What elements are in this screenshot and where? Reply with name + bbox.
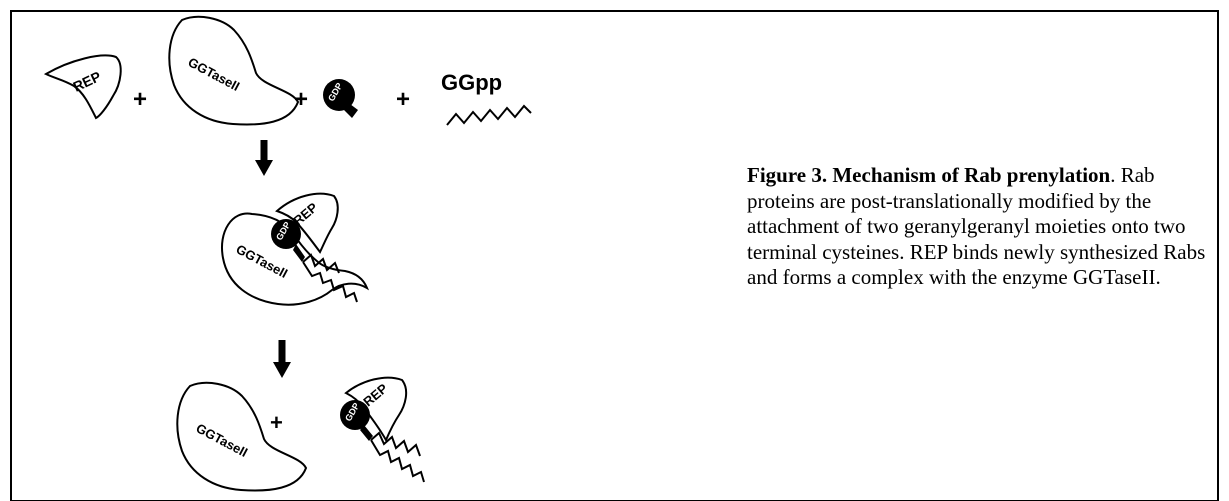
plus-sign: + xyxy=(396,86,410,113)
geranylgeranyl-chain xyxy=(302,261,358,303)
plus-sign: + xyxy=(133,86,147,113)
reaction-arrow-2 xyxy=(273,340,291,378)
rab-gdp-reactant: GDP xyxy=(323,79,358,118)
geranylgeranyl-chain xyxy=(370,439,425,483)
ggtase-enzyme-product: GGTaseII xyxy=(176,381,308,492)
caption-title: Figure 3. Mechanism of Rab prenylation xyxy=(747,163,1111,187)
ggpp-label: GGpp xyxy=(441,70,502,95)
geranylgeranyl-chain xyxy=(370,431,421,457)
ggpp-reactant: GGpp xyxy=(441,70,532,126)
ggtase-enzyme-reactant: GGTaseII xyxy=(168,15,300,126)
plus-sign: + xyxy=(294,86,308,113)
reaction-arrow-1 xyxy=(255,140,273,176)
geranylgeranyl-chain xyxy=(302,253,340,274)
rab-gdp xyxy=(340,400,370,430)
prenylation-complex: GGTaseII REP GDP xyxy=(221,192,370,306)
plus-sign: + xyxy=(270,410,283,435)
rep-protein xyxy=(275,192,339,254)
figure-caption: Figure 3. Mechanism of Rab prenylation. … xyxy=(747,163,1207,291)
rep-protein-reactant: REP xyxy=(43,54,122,120)
caption-title-end: . xyxy=(1110,163,1116,187)
figure-border xyxy=(10,10,1219,501)
prenylated-rab-rep-product: REP GDP xyxy=(340,376,425,483)
ggpp-chain xyxy=(446,104,532,126)
rab-gdp xyxy=(271,219,301,249)
caption-body: Rab proteins are post-translationally mo… xyxy=(747,163,1206,289)
